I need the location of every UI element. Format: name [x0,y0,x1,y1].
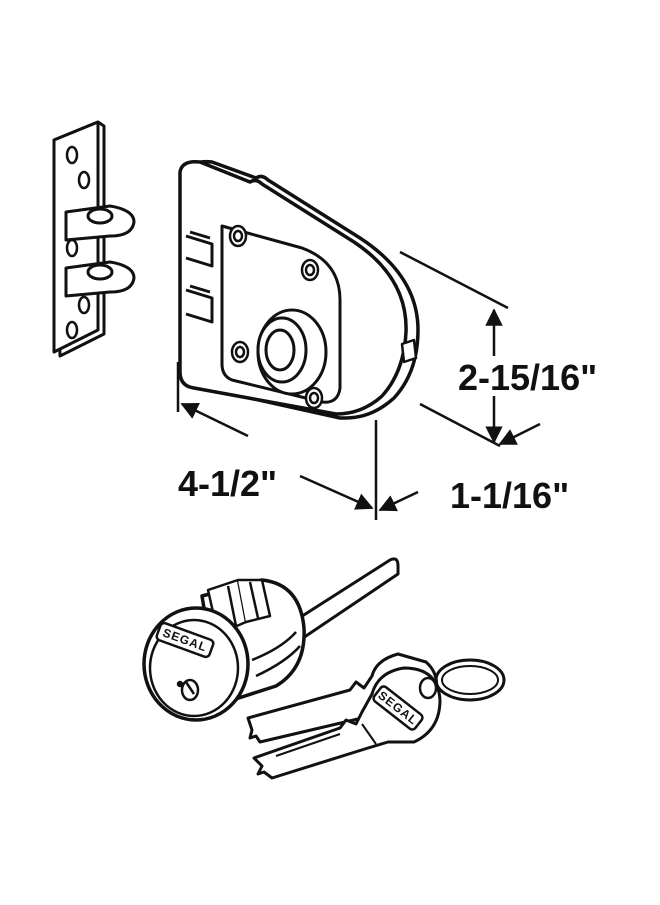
depth-arrow-left [378,490,419,512]
cover-screws [228,224,324,410]
lock-cylinder: SEGAL [142,557,400,722]
dimension-depth-label: 1-1/16" [450,475,569,516]
lock-body [178,159,420,420]
thumb-turn-knob [256,308,328,396]
strike-plate [52,120,136,358]
dimension-height-label: 2-15/16" [458,357,597,398]
strike-upper-loop [64,204,136,242]
keyway-icon [176,678,200,702]
latch-notch [400,338,418,364]
width-arrow-right [299,474,374,510]
keys: SEGAL [246,652,506,780]
cylinder-ribs [206,578,272,636]
cylinder-tailpiece [294,557,400,642]
strike-screw-holes [65,145,91,340]
strike-lower-loop [64,260,136,298]
key-front: SEGAL [252,666,442,780]
dimension-lines [176,250,541,520]
width-arrow-left [180,402,249,438]
depth-arrow-right [498,422,541,446]
dimension-width-label: 4-1/2" [178,463,277,504]
bolt-slots [185,230,214,324]
